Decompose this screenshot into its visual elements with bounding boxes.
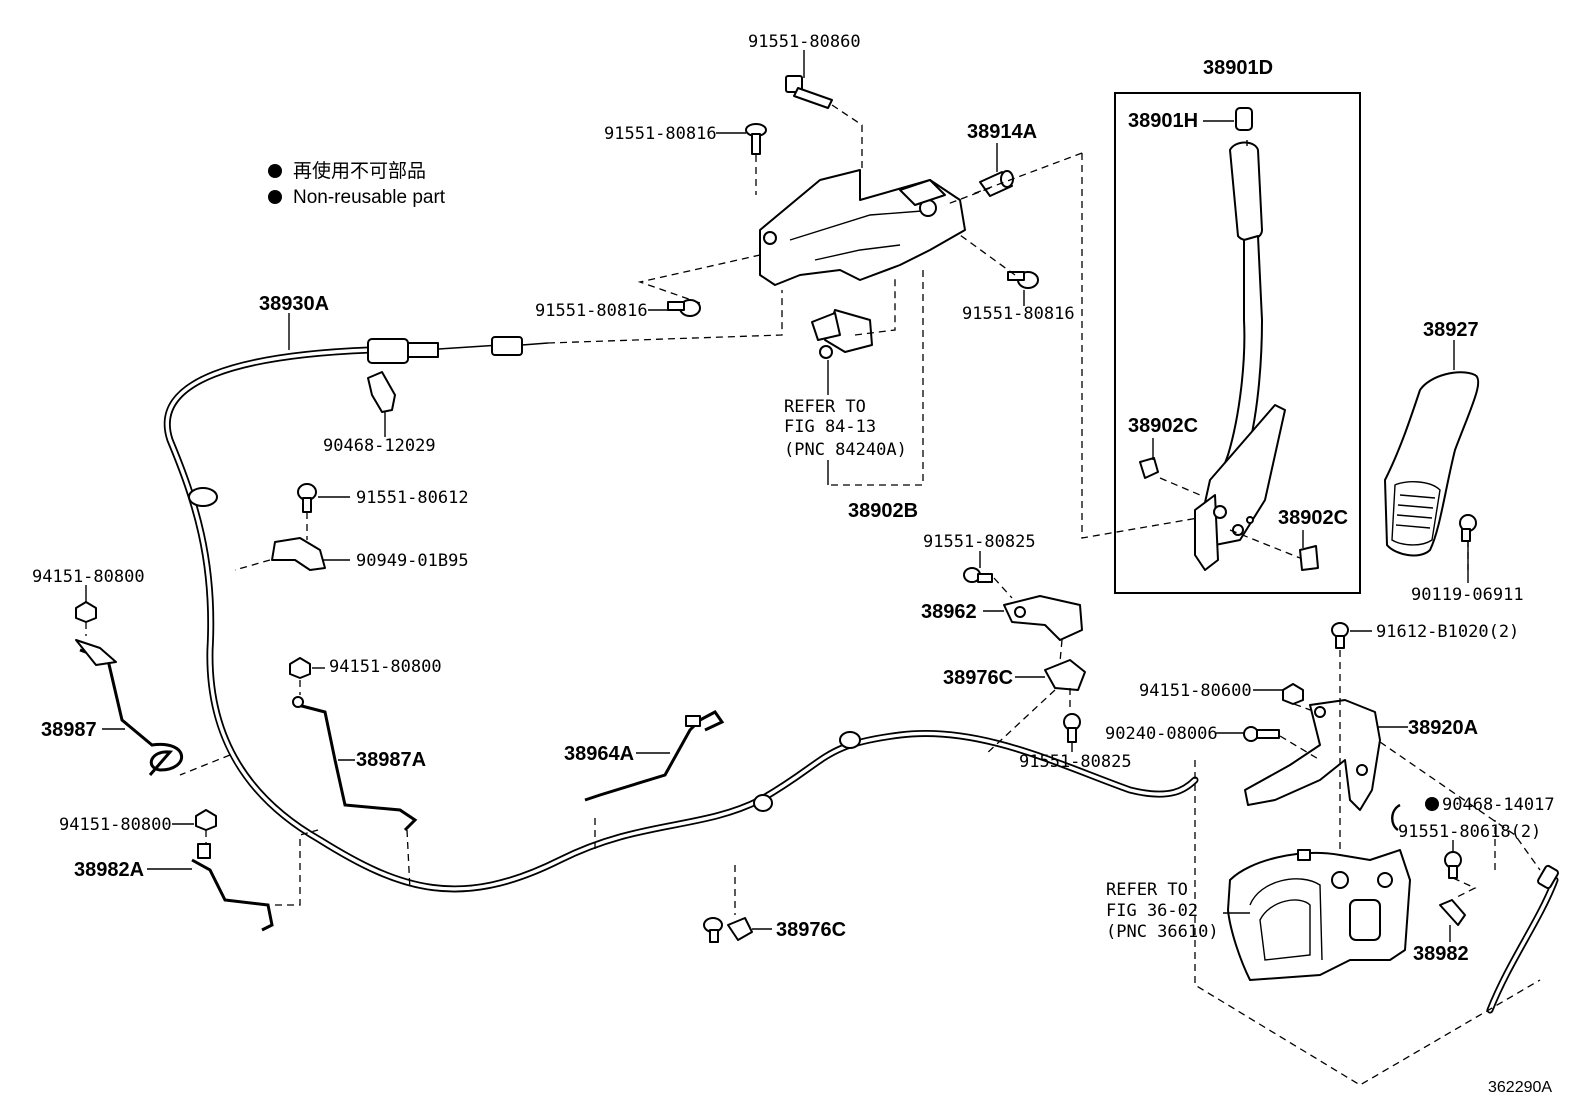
label-94151-80800-c: 94151-80800 — [59, 815, 172, 835]
label-38982A: 38982A — [74, 859, 144, 881]
non-reusable-bullet-icon — [1425, 797, 1439, 811]
refer-note-line1: REFER TO — [784, 397, 866, 417]
label-91612-B1020: 91612-B1020(2) — [1376, 622, 1519, 642]
refer-note-line3: (PNC 36610) — [1106, 922, 1219, 942]
clip-90468-12029 — [367, 371, 396, 413]
refer-note-line2: FIG 84-13 — [784, 417, 876, 437]
label-91551-80612: 91551-80612 — [356, 488, 469, 508]
label-38962: 38962 — [921, 601, 977, 623]
label-90468-14017: 90468-14017 — [1442, 795, 1555, 815]
lever-38901D — [1139, 107, 1319, 571]
legend: 再使用不可部品 Non-reusable part — [268, 160, 446, 208]
part-labels: 91551-80860 91551-80816 38914A 38901D 38… — [32, 32, 1555, 965]
clamp-90949-01B95 — [271, 537, 326, 571]
non-reusable-bullet-icon — [268, 164, 282, 178]
label-38982: 38982 — [1413, 943, 1469, 965]
label-38987A: 38987A — [356, 749, 426, 771]
label-38914A: 38914A — [967, 121, 1037, 143]
dashed-leaders — [85, 104, 1541, 1086]
label-38902C-b: 38902C — [1278, 507, 1348, 529]
label-38987: 38987 — [41, 719, 97, 741]
bolt-90240-08006 — [1243, 726, 1280, 742]
clip-38982 — [1439, 899, 1466, 926]
label-91551-80860: 91551-80860 — [748, 32, 861, 52]
bolt-91551-80612 — [297, 483, 317, 513]
label-38927: 38927 — [1423, 319, 1479, 341]
refer-note-line3: (PNC 84240A) — [784, 440, 907, 460]
wire-38982A — [191, 858, 274, 932]
label-94151-80600: 94151-80600 — [1139, 681, 1252, 701]
screw-90119-06911 — [1459, 514, 1477, 542]
cover-38927 — [1384, 371, 1480, 557]
label-90949-01B95: 90949-01B95 — [356, 551, 469, 571]
refer-note-fig-36-02: REFER TO FIG 36-02 (PNC 36610) — [1106, 880, 1219, 942]
label-90240-08006: 90240-08006 — [1105, 724, 1218, 744]
bracket-38902B — [759, 169, 966, 359]
clip-38976C-upper — [1044, 659, 1086, 691]
bolt-91551-80816-right — [1007, 271, 1039, 289]
label-91551-80825-top: 91551-80825 — [923, 532, 1036, 552]
label-38976C-upper: 38976C — [943, 667, 1013, 689]
label-90119-06911: 90119-06911 — [1411, 585, 1524, 605]
label-38902C-a: 38902C — [1128, 415, 1198, 437]
bolt-91551-80816-left — [667, 299, 701, 317]
figure-code: 362290A — [1488, 1079, 1552, 1096]
label-38976C-lower: 38976C — [776, 919, 846, 941]
bolt-91551-80816-top — [745, 123, 767, 155]
label-38964A: 38964A — [564, 743, 634, 765]
label-91551-80618: 91551-80618(2) — [1398, 822, 1541, 842]
label-94151-80800-a: 94151-80800 — [32, 567, 145, 587]
bolt-91551-80825-top — [963, 567, 993, 583]
wire-38987 — [79, 648, 183, 776]
wire-38987A — [297, 703, 418, 832]
bracket-38962 — [1003, 595, 1083, 641]
refer-note-line2: FIG 36-02 — [1106, 901, 1198, 921]
bolt-91551-80825-bottom — [1063, 713, 1081, 743]
bolt-91551-80860 — [785, 75, 833, 109]
clip-90468-14017 — [1391, 797, 1439, 832]
refer-note-line1: REFER TO — [1106, 880, 1188, 900]
nut-94151-80800-b — [289, 657, 311, 679]
label-38930A: 38930A — [259, 293, 329, 315]
label-38920A: 38920A — [1408, 717, 1478, 739]
clip-38976C-lower — [703, 917, 753, 943]
label-90468-12029: 90468-12029 — [323, 436, 436, 456]
label-38902B: 38902B — [848, 500, 918, 522]
legend-en: Non-reusable part — [293, 187, 446, 208]
bolt-91551-80618 — [1444, 851, 1462, 879]
label-91551-80816-left: 91551-80816 — [535, 301, 648, 321]
nut-94151-80800-c — [195, 809, 217, 831]
nut-94151-80800-a — [75, 601, 97, 623]
bushing-38914A — [979, 170, 1014, 197]
brake-caliper — [1227, 849, 1411, 981]
label-91551-80816-top: 91551-80816 — [604, 124, 717, 144]
cable-38930A — [163, 336, 1199, 893]
leader-lines — [85, 50, 1469, 942]
refer-note-fig-84-13: REFER TO FIG 84-13 (PNC 84240A) — [784, 397, 907, 460]
label-38901H: 38901H — [1128, 110, 1198, 132]
non-reusable-bullet-icon — [268, 190, 282, 204]
lever-assembly-box — [1114, 92, 1361, 594]
label-94151-80800-b: 94151-80800 — [329, 657, 442, 677]
label-91551-80816-right: 91551-80816 — [962, 304, 1075, 324]
legend-jp: 再使用不可部品 — [293, 160, 426, 182]
label-91551-80825-bottom: 91551-80825 — [1019, 752, 1132, 772]
label-38901D: 38901D — [1203, 57, 1273, 79]
bolt-91612-B1020 — [1331, 622, 1349, 649]
